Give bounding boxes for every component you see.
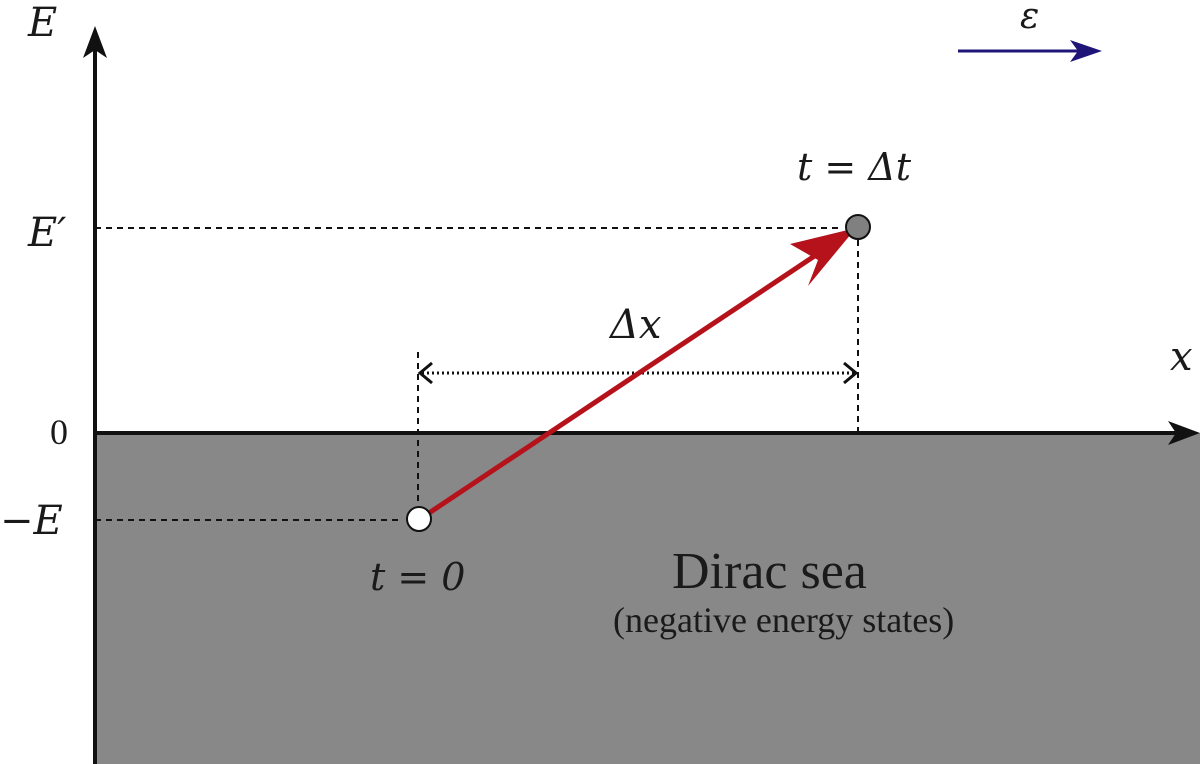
start-point [406, 506, 432, 532]
energy-axis-arrowhead [83, 26, 107, 58]
tick-label-e-prime: E′ [27, 210, 66, 256]
dirac-sea-subtitle: (negative energy states) [613, 600, 954, 640]
field-symbol: ε [1020, 0, 1039, 37]
dirac-sea-region [95, 433, 1200, 764]
end-time-label: t = Δt [797, 145, 912, 189]
displacement-label: Δx [608, 302, 661, 348]
trajectory-arrowhead [790, 228, 856, 286]
position-axis-label: x [1170, 334, 1193, 380]
tick-label-minus-e: −E [0, 498, 63, 544]
tick-label-zero: 0 [50, 412, 68, 452]
dirac-sea-title: Dirac sea [672, 543, 867, 600]
displacement-right-arrowhead [843, 361, 859, 385]
energy-axis-label: E [27, 0, 57, 46]
start-time-label: t = 0 [370, 555, 465, 599]
end-point [845, 214, 871, 240]
displacement-left-arrowhead [417, 361, 433, 385]
trajectory-line [418, 244, 830, 522]
field-arrowhead [1070, 40, 1102, 62]
position-axis-arrowhead [1168, 421, 1200, 445]
